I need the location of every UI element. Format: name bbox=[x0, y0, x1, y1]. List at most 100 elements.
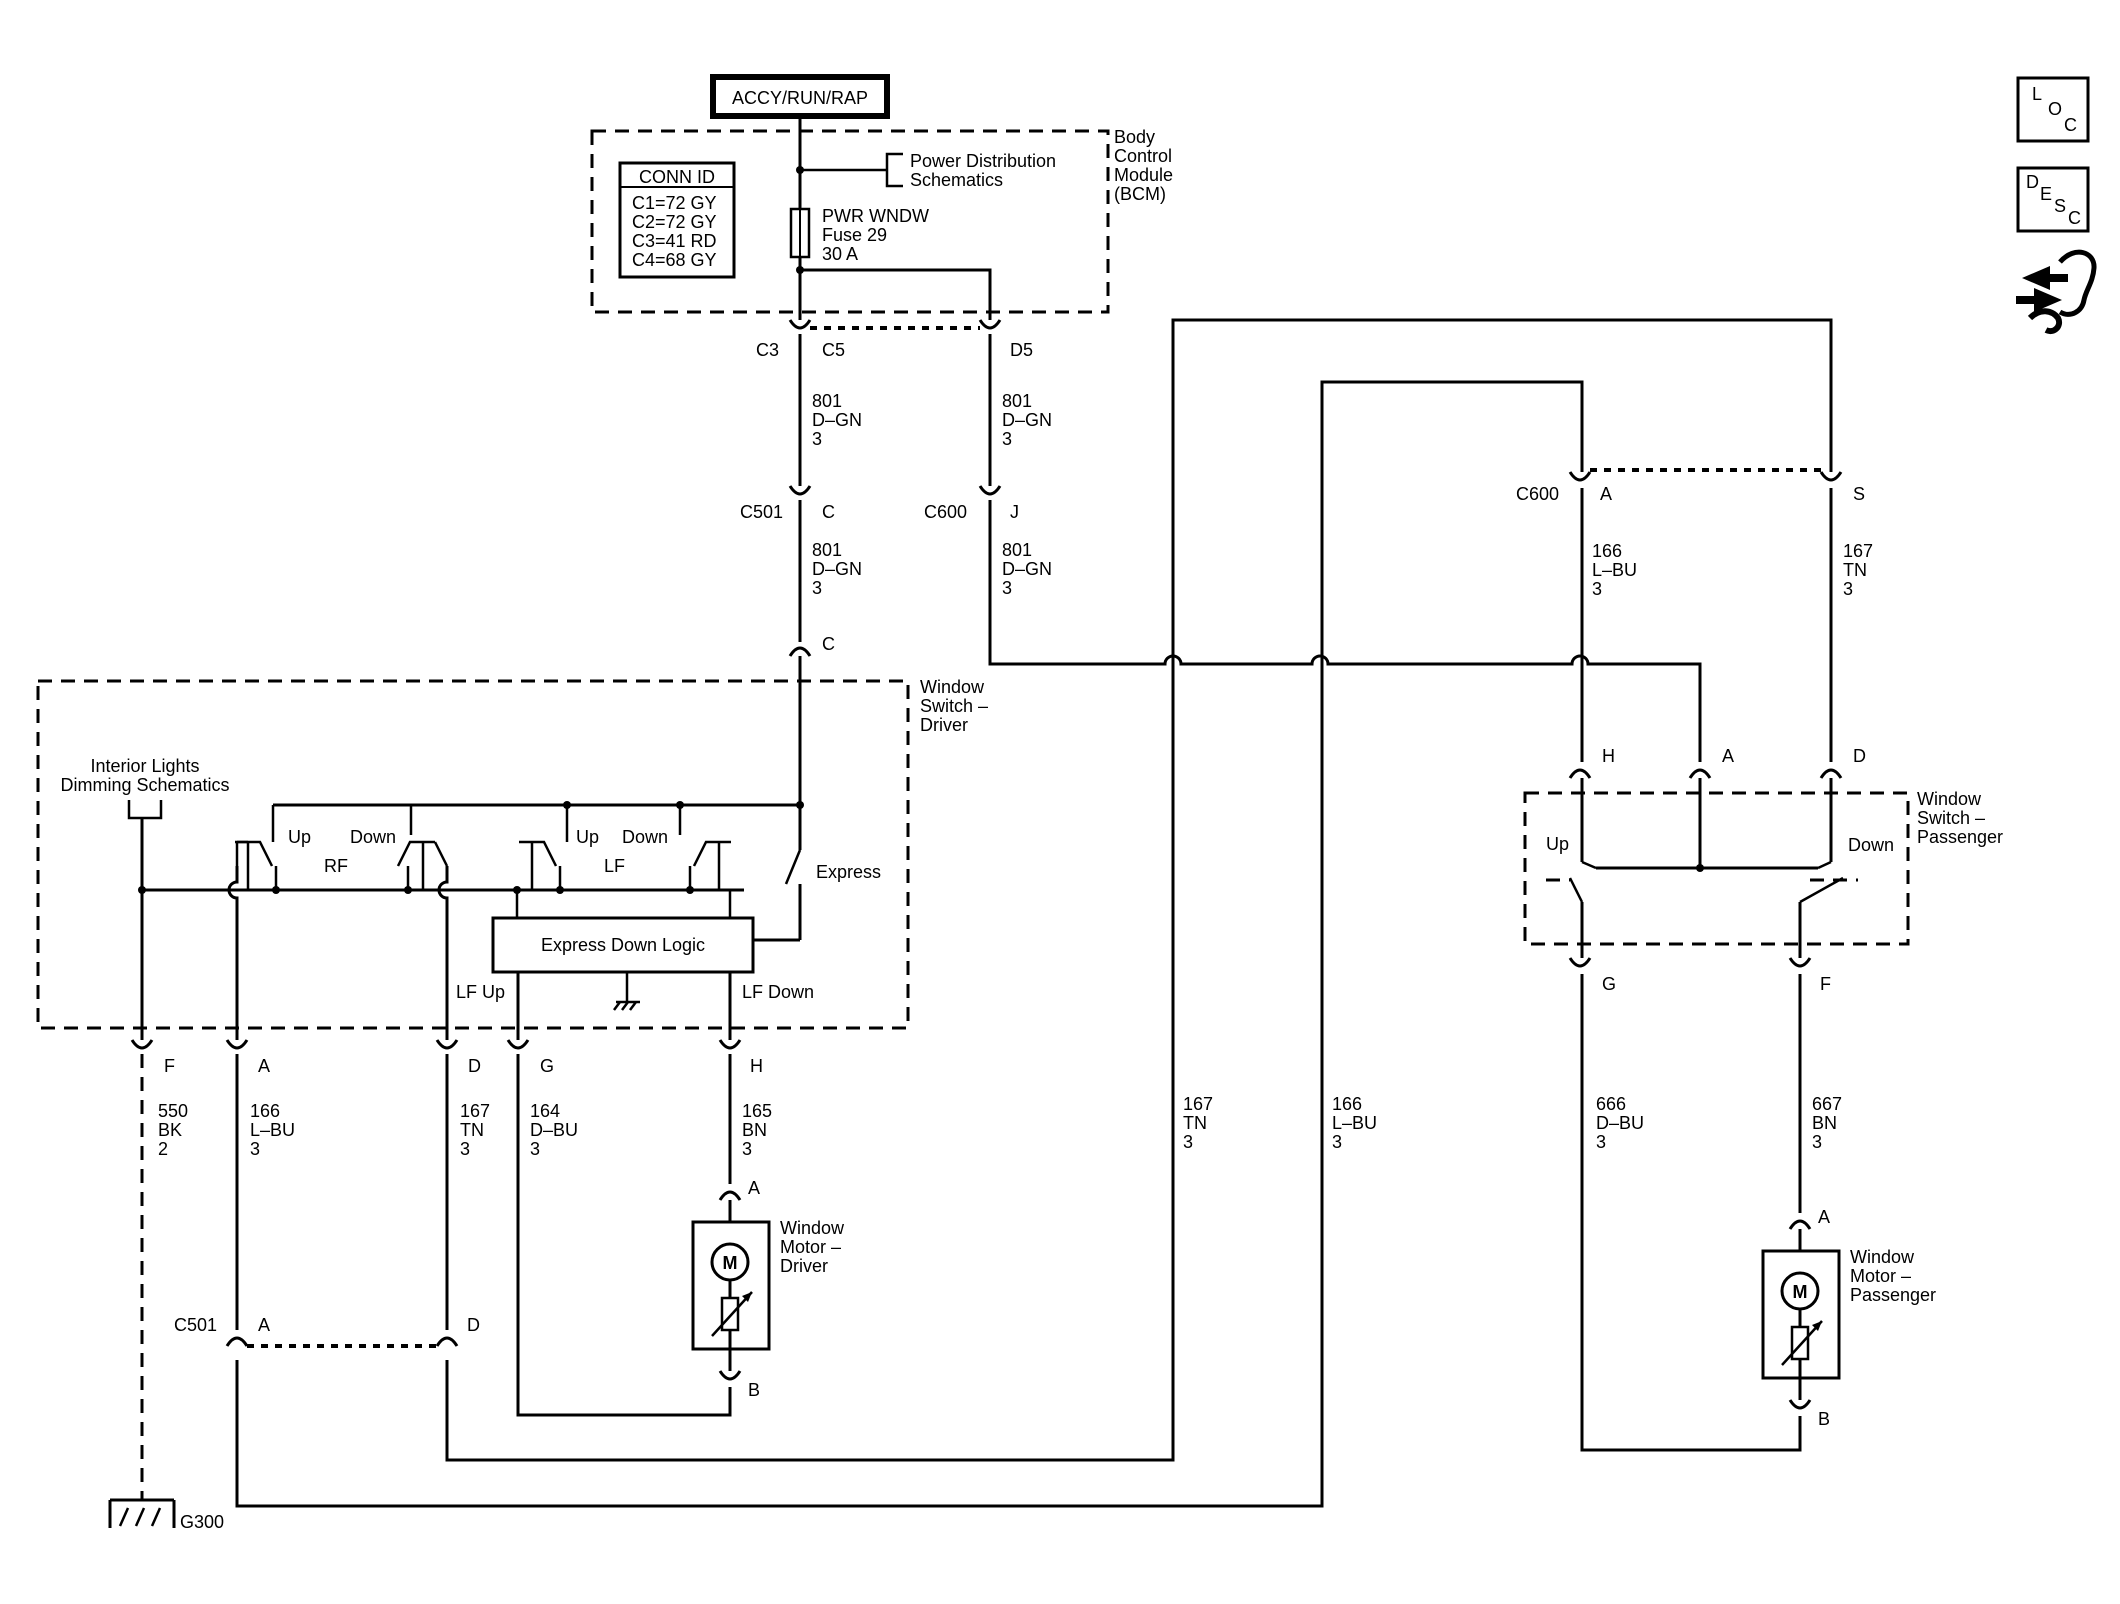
pin-c3: C3 bbox=[756, 340, 779, 360]
wire-167-mid-color: TN bbox=[1183, 1113, 1207, 1133]
wire-164-color: D–BU bbox=[530, 1120, 578, 1140]
bcm-internal-wiring bbox=[796, 116, 992, 320]
connector-c501b-a bbox=[225, 1336, 249, 1347]
connector-drv-h bbox=[718, 1039, 742, 1050]
window-motor-passenger: M Window Motor – Passenger A B bbox=[1761, 1207, 1936, 1429]
wire-550-circuit: 550 bbox=[158, 1101, 188, 1121]
fuse-number: Fuse 29 bbox=[822, 225, 887, 245]
connector-c501-label: C501 bbox=[740, 502, 783, 522]
driver-switch-label-line3: Driver bbox=[920, 715, 968, 735]
wire-667-circuit: 667 bbox=[1812, 1094, 1842, 1114]
supply-label: ACCY/RUN/RAP bbox=[732, 88, 868, 108]
conn-id-title: CONN ID bbox=[639, 167, 715, 187]
passenger-motor-label-line1: Window bbox=[1850, 1247, 1915, 1267]
conn-id-table: CONN ID C1=72 GY C2=72 GY C3=41 RD C4=68… bbox=[618, 161, 736, 279]
lights-ref-line2: Dimming Schematics bbox=[60, 775, 229, 795]
connector-pass-motor-a bbox=[1788, 1219, 1812, 1230]
wire-165-color: BN bbox=[742, 1120, 767, 1140]
window-switch-passenger: Window Switch – Passenger Up Down H A D … bbox=[1523, 488, 2003, 994]
ground-g300: G300 bbox=[108, 1498, 224, 1532]
wire-166-drv-circuit: 166 bbox=[250, 1101, 280, 1121]
connector-pass-f bbox=[1788, 957, 1812, 968]
wire-167-mid-size: 3 bbox=[1183, 1132, 1193, 1152]
connector-c600b-label: C600 bbox=[1516, 484, 1559, 504]
connector-pass-h bbox=[1568, 768, 1592, 779]
loc-button[interactable]: L O C bbox=[2016, 76, 2090, 143]
passenger-motor-pin-b: B bbox=[1818, 1409, 1830, 1429]
connector-pass-motor-b bbox=[1788, 1399, 1812, 1410]
connector-pass-d bbox=[1819, 768, 1843, 779]
connector-pass-g bbox=[1568, 957, 1592, 968]
loc-letter-o: O bbox=[2048, 99, 2062, 119]
wire-167-drv-circuit: 167 bbox=[460, 1101, 490, 1121]
connector-c501-c bbox=[788, 485, 812, 496]
wire-165-size: 3 bbox=[742, 1139, 752, 1159]
wire-667-size: 3 bbox=[1812, 1132, 1822, 1152]
connector-drv-motor-a bbox=[718, 1190, 742, 1201]
pin-c501-c: C bbox=[822, 502, 835, 522]
bcm-label-line2: Control bbox=[1114, 146, 1172, 166]
wire-166-drv-color: L–BU bbox=[250, 1120, 295, 1140]
conn-id-row: C1=72 GY bbox=[632, 193, 717, 213]
bcm-label-line1: Body bbox=[1114, 127, 1155, 147]
wire-801-d-size: 3 bbox=[1002, 578, 1012, 598]
wire-801-c-size: 3 bbox=[812, 578, 822, 598]
passenger-lower-wires bbox=[1580, 974, 1802, 1452]
wire-801-d-circuit: 801 bbox=[1002, 540, 1032, 560]
wire-666-size: 3 bbox=[1596, 1132, 1606, 1152]
wire-550-size: 2 bbox=[158, 1139, 168, 1159]
pin-c5: C5 bbox=[822, 340, 845, 360]
wire-801-c-color: D–GN bbox=[812, 559, 862, 579]
wire-167-top-size: 3 bbox=[1843, 579, 1853, 599]
connector-drv-d bbox=[435, 1039, 459, 1050]
passenger-motor-label-line3: Passenger bbox=[1850, 1285, 1936, 1305]
wire-666-color: D–BU bbox=[1596, 1113, 1644, 1133]
passenger-down-label: Down bbox=[1848, 835, 1894, 855]
driver-lower-wires bbox=[140, 318, 1833, 1508]
window-motor-driver: M Window Motor – Driver A B bbox=[691, 1178, 845, 1400]
conn-id-row: C2=72 GY bbox=[632, 212, 717, 232]
conn-id-row: C3=41 RD bbox=[632, 231, 717, 251]
wrench-arrows-icon[interactable] bbox=[2016, 249, 2097, 334]
drv-pin-a: A bbox=[258, 1056, 270, 1076]
lights-ref-line1: Interior Lights bbox=[90, 756, 199, 776]
desc-letter-d: D bbox=[2026, 172, 2039, 192]
express-down-logic-box bbox=[491, 916, 755, 974]
connector-ties bbox=[247, 326, 1821, 1348]
connector-switch-c bbox=[788, 646, 812, 657]
passenger-switch-label-line2: Switch – bbox=[1917, 808, 1985, 828]
drv-pin-g: G bbox=[540, 1056, 554, 1076]
connector-c3-c5 bbox=[788, 319, 812, 330]
connector-drv-motor-b bbox=[718, 1370, 742, 1381]
lf-up-output-label: LF Up bbox=[456, 982, 505, 1002]
pin-d5: D5 bbox=[1010, 340, 1033, 360]
passenger-motor-pin-a: A bbox=[1818, 1207, 1830, 1227]
power-ref-line1: Power Distribution bbox=[910, 151, 1056, 171]
power-ref-line2: Schematics bbox=[910, 170, 1003, 190]
driver-switch-label-line2: Switch – bbox=[920, 696, 988, 716]
driver-motor-m: M bbox=[723, 1253, 738, 1273]
driver-motor-label-line2: Motor – bbox=[780, 1237, 841, 1257]
wire-166-top-color: L–BU bbox=[1592, 560, 1637, 580]
wire-167-mid-circuit: 167 bbox=[1183, 1094, 1213, 1114]
pass-pin-g: G bbox=[1602, 974, 1616, 994]
desc-button[interactable]: D E S C bbox=[2016, 166, 2090, 233]
passenger-motor-label-line2: Motor – bbox=[1850, 1266, 1911, 1286]
wire-164-circuit: 164 bbox=[530, 1101, 560, 1121]
wire-801-c-circuit: 801 bbox=[812, 540, 842, 560]
lights-ref-bracket bbox=[127, 800, 163, 820]
pass-pin-h: H bbox=[1602, 746, 1615, 766]
connector-c600-j bbox=[978, 485, 1002, 496]
wire-167-drv-size: 3 bbox=[460, 1139, 470, 1159]
connector-labels: C3 C5 D5 C501 C C600 J C C600 A S C501 A… bbox=[174, 340, 1865, 1335]
driver-switch-internal: Up Down RF Up Down LF bbox=[138, 656, 881, 1040]
desc-letter-e: E bbox=[2040, 184, 2052, 204]
pass-pin-f: F bbox=[1820, 974, 1831, 994]
driver-motor-pin-a: A bbox=[748, 1178, 760, 1198]
supply-box: ACCY/RUN/RAP bbox=[710, 74, 890, 119]
connector-c501b-d bbox=[435, 1336, 459, 1347]
driver-motor-pin-b: B bbox=[748, 1380, 760, 1400]
wire-labels-upper: 801 D–GN 3 801 D–GN 3 801 D–GN 3 801 D–G… bbox=[812, 391, 1873, 599]
wire-164-size: 3 bbox=[530, 1139, 540, 1159]
